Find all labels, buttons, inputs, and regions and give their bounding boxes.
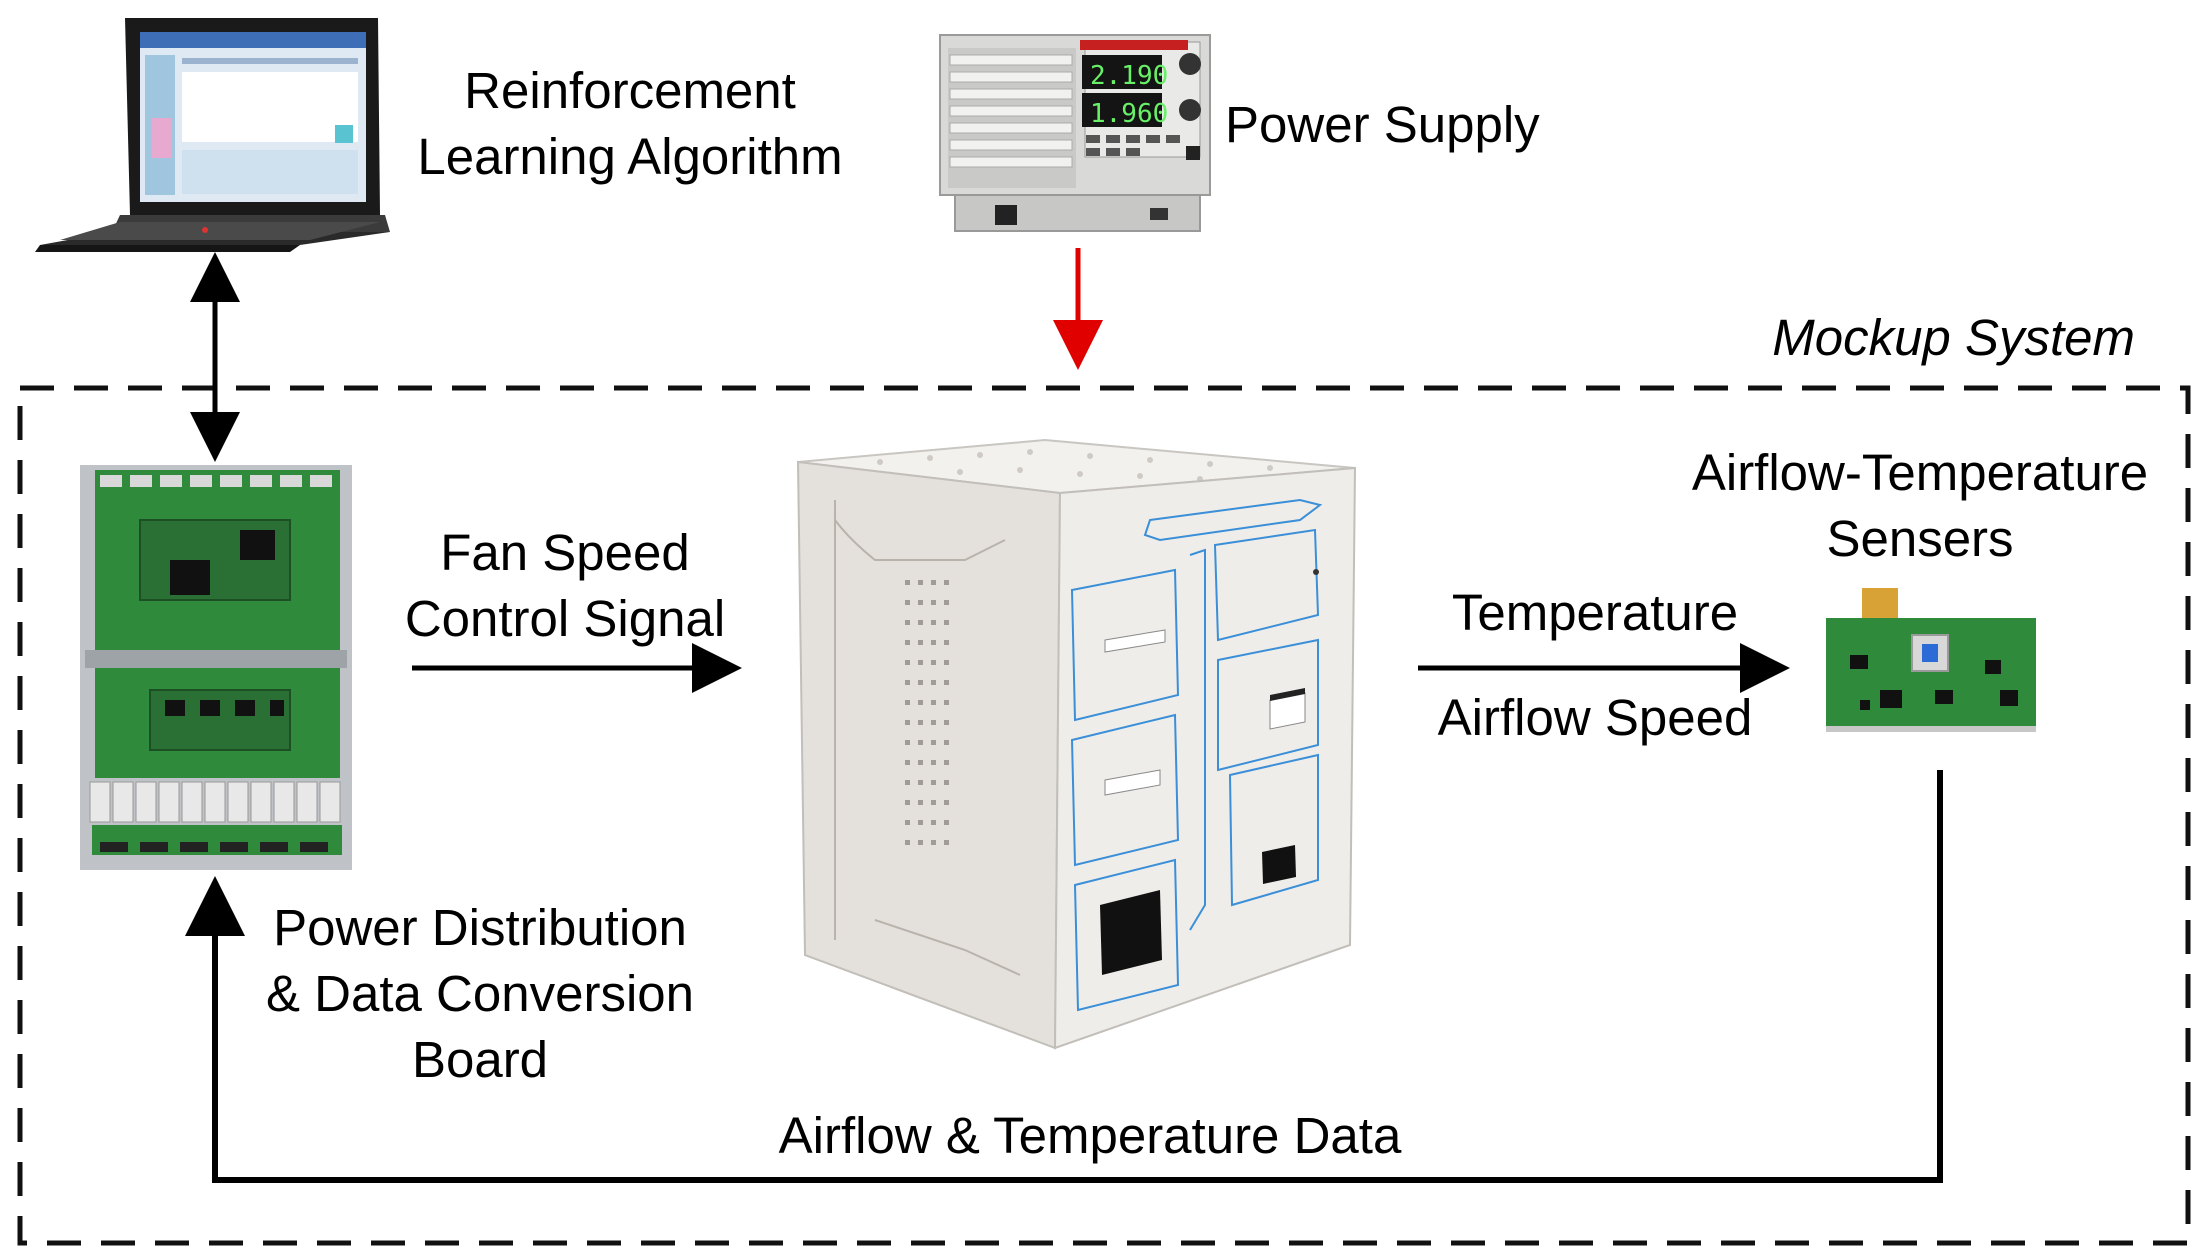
power-supply-label: Power Supply <box>1225 96 1540 153</box>
temperature-label: Temperature <box>1451 584 1739 641</box>
sensors-label: Airflow-Temperature Sensers <box>1660 440 2180 572</box>
mockup-system-label: Mockup System <box>1772 309 2135 366</box>
display-bottom: 1.960 <box>1090 99 1168 129</box>
circuit-board-icon <box>80 465 352 870</box>
sensor-board-icon <box>1826 588 2036 732</box>
feedback-label: Airflow & Temperature Data <box>778 1107 1402 1164</box>
airflow-speed-label: Airflow Speed <box>1437 689 1753 746</box>
fan-speed-label: Fan Speed Control Signal <box>375 520 755 652</box>
power-supply-icon: 2.190 1.960 <box>939 34 1211 232</box>
fan-speed-label-line2: Control Signal <box>404 590 726 647</box>
board-label-line3: Board <box>411 1031 549 1088</box>
board-label-line1: Power Distribution <box>273 899 687 956</box>
laptop-label-line2: Learning Algorithm <box>417 128 843 185</box>
sensors-label-line1: Airflow-Temperature <box>1691 444 2149 501</box>
mockup-system-boundary <box>17 385 2191 1246</box>
laptop-label-line1: Reinforcement <box>464 62 796 119</box>
display-top: 2.190 <box>1090 61 1168 91</box>
laptop-label: Reinforcement Learning Algorithm <box>390 58 870 190</box>
server-cabinet-icon <box>796 438 1357 1050</box>
laptop-icon <box>35 18 390 252</box>
sensors-label-line2: Sensers <box>1826 510 2014 567</box>
board-label-line2: & Data Conversion <box>265 965 695 1022</box>
feedback-arrow <box>185 770 1943 1183</box>
fan-speed-label-line1: Fan Speed <box>440 524 690 581</box>
board-label: Power Distribution & Data Conversion Boa… <box>230 895 730 1093</box>
